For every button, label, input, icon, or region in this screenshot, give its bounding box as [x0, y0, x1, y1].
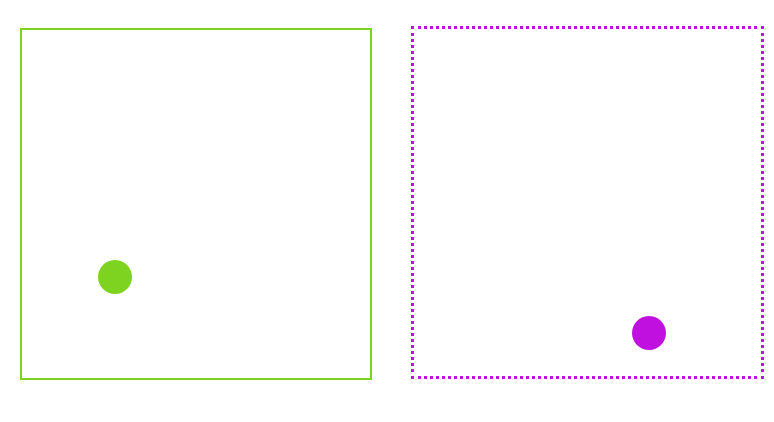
magenta-circle-marker [632, 316, 666, 350]
left-panel-frame [20, 28, 372, 380]
right-panel-frame [411, 26, 764, 379]
green-circle-marker [98, 260, 132, 294]
